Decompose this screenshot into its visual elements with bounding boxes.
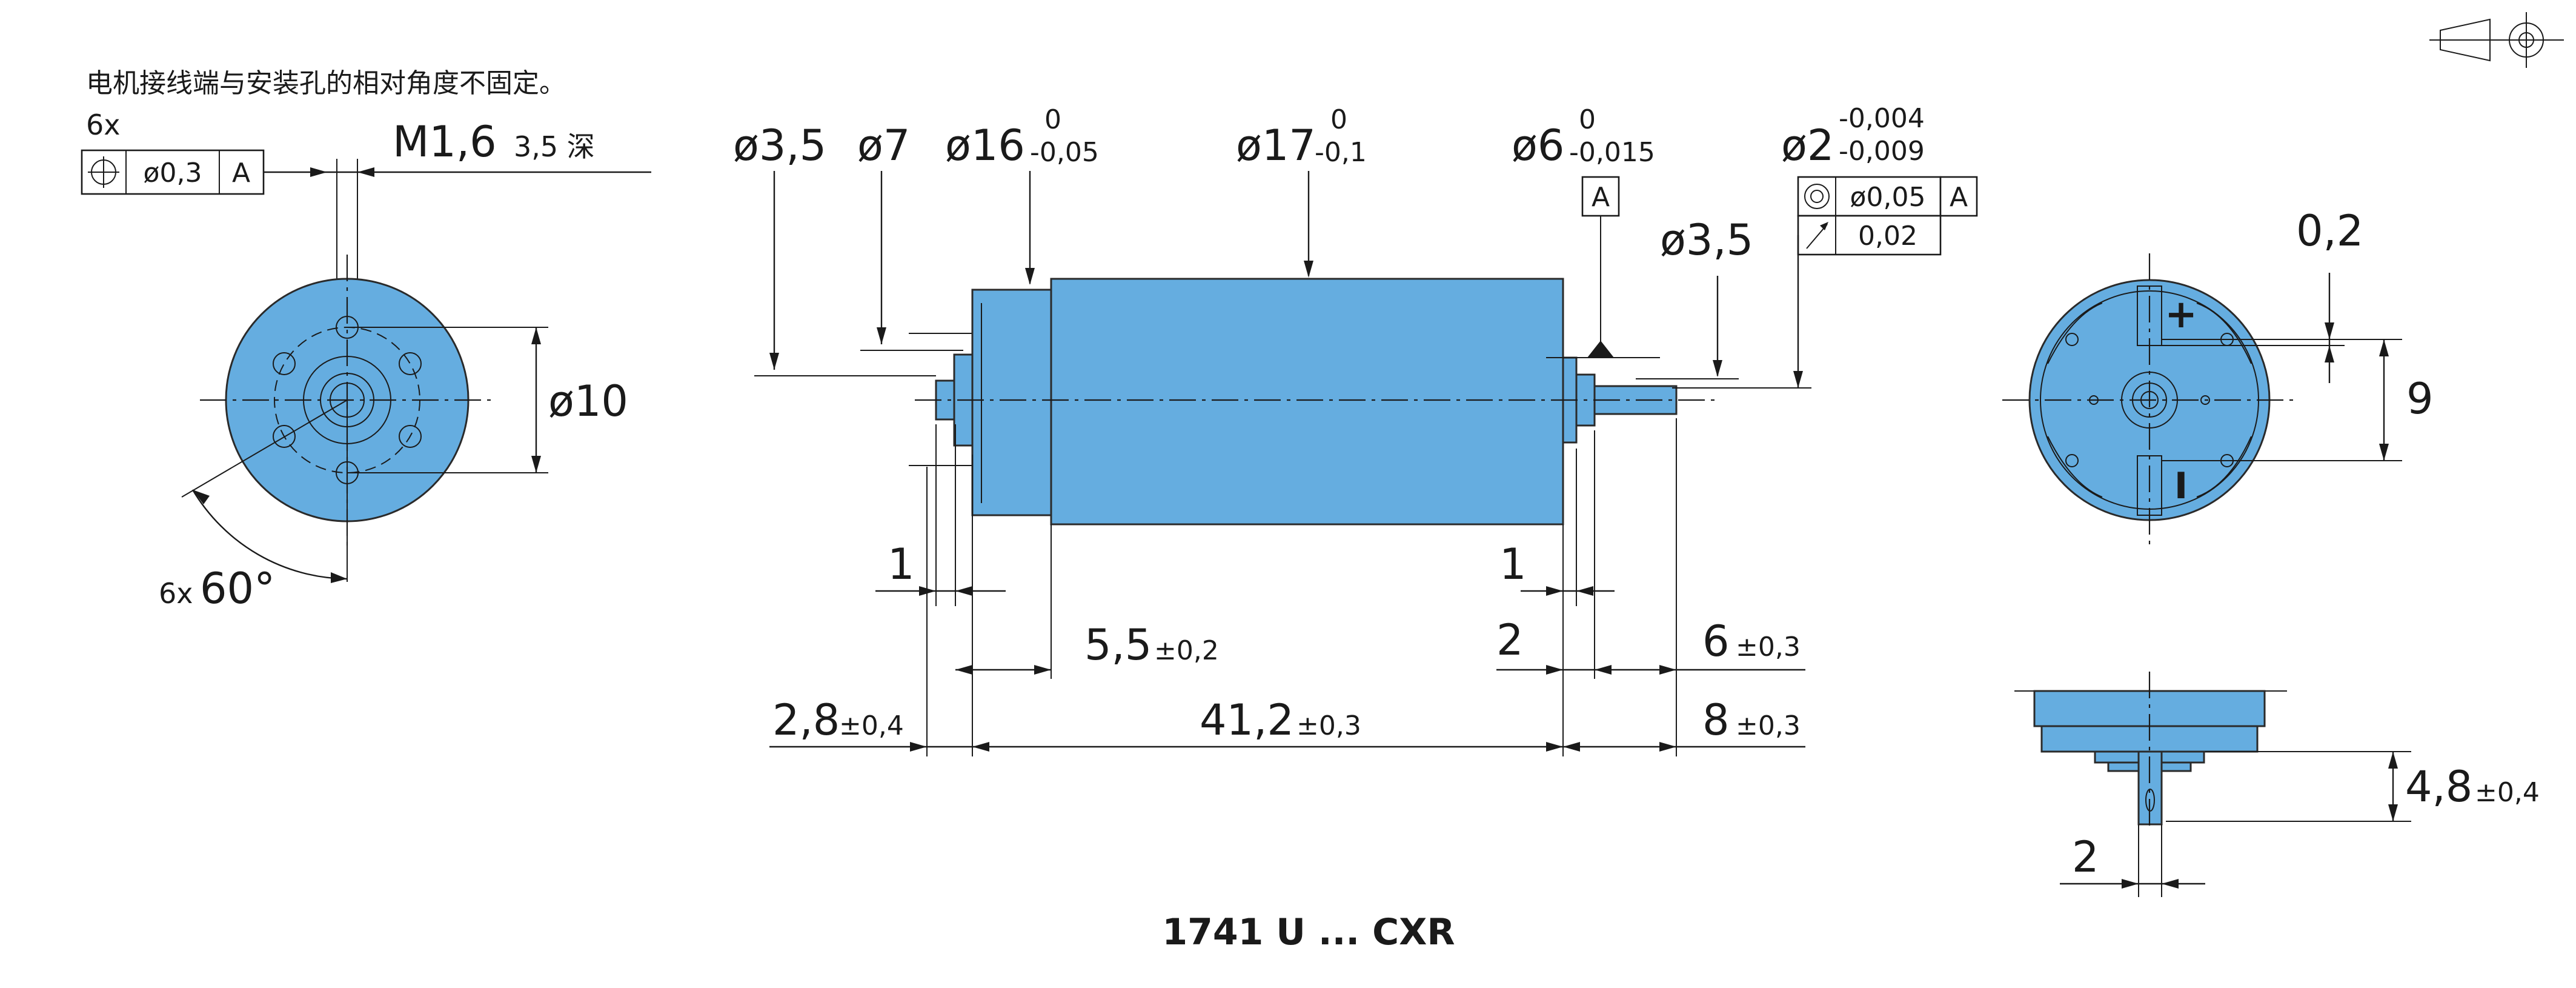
len-rear-overhang: 2,8 ±0,4: [772, 695, 904, 745]
bottom-view: 4,8 ±0,4 2: [2014, 672, 2540, 897]
dia-motor-body: ø17 0 -0,1: [1236, 104, 1367, 170]
svg-text:0: 0: [1044, 104, 1061, 135]
angle-count: 6x: [159, 577, 193, 610]
datum-triangle-icon: [1587, 341, 1614, 358]
motor-body: [1050, 278, 1564, 526]
dia-front-step: ø3,5: [1660, 215, 1753, 265]
hole-count-label: 6x: [86, 108, 121, 141]
len-shaft-total: 8 ±0,3: [1702, 695, 1801, 745]
left-view: 电机接线端与安装孔的相对角度不固定。 6x ø0,3 A M1,6 3,5 深: [81, 68, 651, 613]
concentricity-frame: ø0,05 A 0,02: [1797, 176, 1978, 256]
svg-text:ø17: ø17: [1236, 121, 1316, 170]
position-datum-a: A: [232, 158, 250, 189]
dia-rear-cap: ø16 0 -0,05: [945, 104, 1099, 170]
svg-text:-0,015: -0,015: [1569, 137, 1655, 168]
svg-text:8: 8: [1702, 695, 1730, 745]
product-code: 1741 U ... CXR: [1162, 911, 1455, 953]
svg-text:ø6: ø6: [1512, 121, 1564, 170]
position-tolerance-frame: ø0,3 A: [81, 149, 265, 195]
svg-text:-0,009: -0,009: [1839, 136, 1925, 167]
bottom-height: 4,8 ±0,4: [2405, 762, 2540, 812]
svg-text:41,2: 41,2: [1200, 695, 1294, 745]
datum-a-box: [1581, 176, 1620, 217]
angle-value: 60°: [200, 564, 275, 613]
svg-text:±0,2: ±0,2: [1154, 635, 1219, 666]
bolt-circle-diameter: ø10: [548, 376, 628, 426]
svg-text:±0,3: ±0,3: [1736, 632, 1801, 663]
svg-text:-0,1: -0,1: [1315, 137, 1367, 168]
rear-cap: [971, 289, 1052, 516]
terminal-width: 0,2: [2296, 206, 2363, 256]
dia-terminal: ø3,5: [733, 121, 826, 170]
len-front-boss: 2: [1496, 615, 1524, 665]
projection-symbol-icon: [2429, 12, 2564, 68]
svg-text:A: A: [1950, 182, 1968, 213]
len-body: 41,2 ±0,3: [1200, 695, 1361, 745]
position-tolerance-value: ø0,3: [144, 158, 202, 189]
svg-text:4,8: 4,8: [2405, 762, 2472, 812]
minus-sign: I: [2174, 465, 2188, 507]
svg-text:±0,4: ±0,4: [2475, 777, 2540, 808]
svg-text:±0,3: ±0,3: [1736, 710, 1801, 741]
svg-text:-0,05: -0,05: [1030, 137, 1099, 168]
svg-text:-0,004: -0,004: [1839, 103, 1925, 134]
svg-text:ø2: ø2: [1781, 121, 1834, 170]
thread-depth: 3,5 深: [514, 130, 595, 163]
svg-text:±0,4: ±0,4: [839, 710, 904, 741]
dia-shaft: ø2 -0,004 -0,009: [1781, 103, 1925, 170]
right-view: + I 0,2 9: [2002, 206, 2434, 547]
len-rear-cap: 5,5 ±0,2: [1084, 620, 1219, 670]
datum-a-label: A: [1592, 182, 1610, 213]
svg-text:±0,3: ±0,3: [1296, 710, 1361, 741]
side-view: ø3,5 ø7 ø16 0 -0,05 ø17 0 -0,1 ø6 0 -0,0…: [733, 103, 1978, 756]
len-front-flange: 1: [1499, 539, 1527, 589]
svg-text:6: 6: [1702, 616, 1730, 666]
runout-icon: [1806, 222, 1828, 249]
terminal-note: 电机接线端与安装孔的相对角度不固定。: [86, 68, 566, 99]
thread-size: M1,6: [393, 117, 497, 167]
svg-text:ø0,05: ø0,05: [1850, 182, 1926, 213]
len-rear-flange: 1: [888, 539, 915, 589]
svg-text:5,5: 5,5: [1084, 620, 1152, 670]
dia-rear-boss: ø7: [857, 121, 910, 170]
svg-text:ø16: ø16: [945, 121, 1025, 170]
terminal-pitch: 2: [2072, 832, 2099, 882]
svg-text:0: 0: [1330, 104, 1347, 135]
svg-text:2,8: 2,8: [772, 695, 840, 745]
terminal-spacing: 9: [2406, 374, 2434, 424]
dia-front-boss: ø6 0 -0,015: [1512, 104, 1655, 170]
svg-text:0: 0: [1579, 104, 1596, 135]
svg-text:0,02: 0,02: [1858, 221, 1917, 252]
len-shaft-free: 6 ±0,3: [1702, 616, 1801, 666]
plus-sign: +: [2165, 292, 2197, 337]
concentricity-icon: [1804, 184, 1830, 209]
